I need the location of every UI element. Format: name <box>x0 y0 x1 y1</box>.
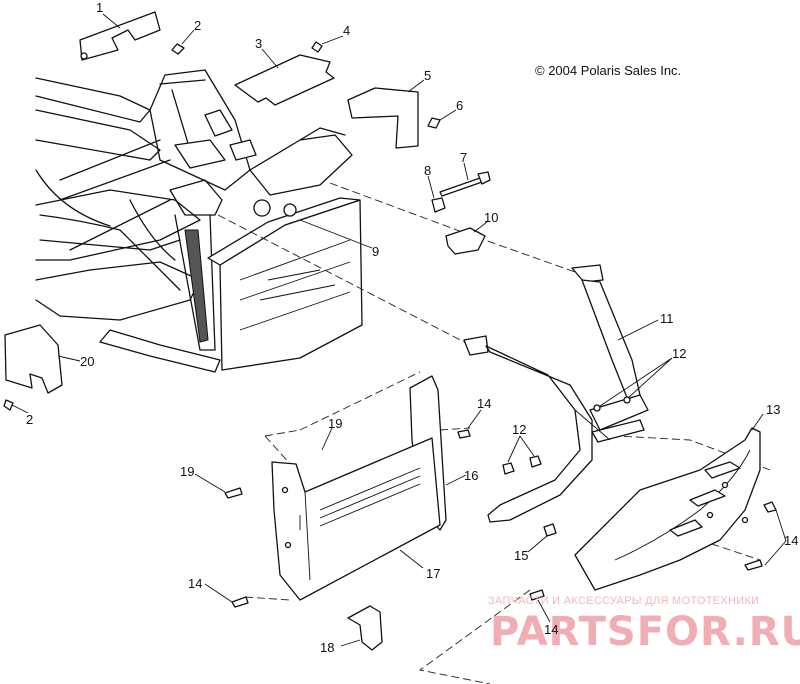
part-6-screw <box>427 117 441 129</box>
part-2-screw <box>171 43 185 55</box>
battery-box <box>207 197 363 371</box>
part-1-bracket <box>79 11 161 61</box>
part-1-hole-icon <box>80 52 88 60</box>
callout-14-upper: 14 <box>477 396 491 411</box>
vehicle-frame <box>35 69 353 373</box>
callout-19-upper: 19 <box>328 416 342 431</box>
callout-19-left: 19 <box>180 464 194 479</box>
part-4-screw <box>311 41 323 53</box>
callout-2-top: 2 <box>194 18 201 33</box>
part-5-cover <box>347 87 419 149</box>
callout-7: 7 <box>460 150 467 165</box>
part-3-pad <box>234 54 335 106</box>
part-12-nut-d <box>529 455 542 468</box>
part-8-nut <box>431 197 446 213</box>
watermark-tagline: ЗАПЧАСТИ И АКСЕССУАРЫ ДЛЯ МОТОТЕХНИКИ <box>488 595 759 607</box>
part-11-bumper <box>463 264 649 523</box>
copyright-text: © 2004 Polaris Sales Inc. <box>535 63 681 78</box>
callout-17: 17 <box>426 566 440 581</box>
callout-11: 11 <box>660 311 674 326</box>
part-13-skid-plate <box>574 427 761 591</box>
callout-14-right: 14 <box>784 533 798 548</box>
callout-5: 5 <box>424 68 431 83</box>
callout-8: 8 <box>424 163 431 178</box>
callout-15: 15 <box>514 548 528 563</box>
watermark: ЗАПЧАСТИ И АКСЕССУАРЫ ДЛЯ МОТОТЕХНИКИ PA… <box>488 595 800 655</box>
part-10-bushing <box>445 227 486 255</box>
part-12-nut-c <box>502 462 515 475</box>
callout-9: 9 <box>372 244 379 259</box>
part-18-bracket <box>347 605 383 651</box>
callout-18: 18 <box>320 640 334 655</box>
part-2-screw-left <box>3 399 14 411</box>
part-17-front-panel <box>271 437 441 601</box>
part-12-nut-b <box>623 396 631 404</box>
callout-6: 6 <box>456 98 463 113</box>
callout-14-bottom: 14 <box>544 622 558 637</box>
callout-2-left: 2 <box>26 412 33 427</box>
callout-1: 1 <box>96 0 103 15</box>
part-12-nut-a <box>593 404 601 412</box>
callout-16: 16 <box>464 468 478 483</box>
part-14-screw-upper <box>457 429 471 439</box>
callout-4: 4 <box>343 23 350 38</box>
part-14-screw-left <box>231 596 249 608</box>
part-7-bolt <box>439 177 483 197</box>
part-14-screw-lower-right <box>744 559 763 571</box>
callout-labels: 1 2 3 4 5 6 7 8 9 10 11 12 12 13 14 14 1… <box>26 0 798 655</box>
part-15-screw <box>543 523 557 537</box>
part-20-flap <box>4 324 63 394</box>
callout-13: 13 <box>766 402 780 417</box>
callout-12-mid: 12 <box>512 422 526 437</box>
watermark-brand: PARTSFOR.RU <box>490 609 800 655</box>
callout-12-right: 12 <box>672 346 686 361</box>
callout-14-left: 14 <box>188 576 202 591</box>
part-14-screw-right <box>763 501 777 513</box>
part-14-screw-bottom <box>529 589 545 601</box>
callout-10: 10 <box>484 210 498 225</box>
part-19-screw <box>224 487 243 499</box>
callout-3: 3 <box>255 36 262 51</box>
callout-20: 20 <box>80 354 94 369</box>
leader-lines <box>11 13 787 647</box>
